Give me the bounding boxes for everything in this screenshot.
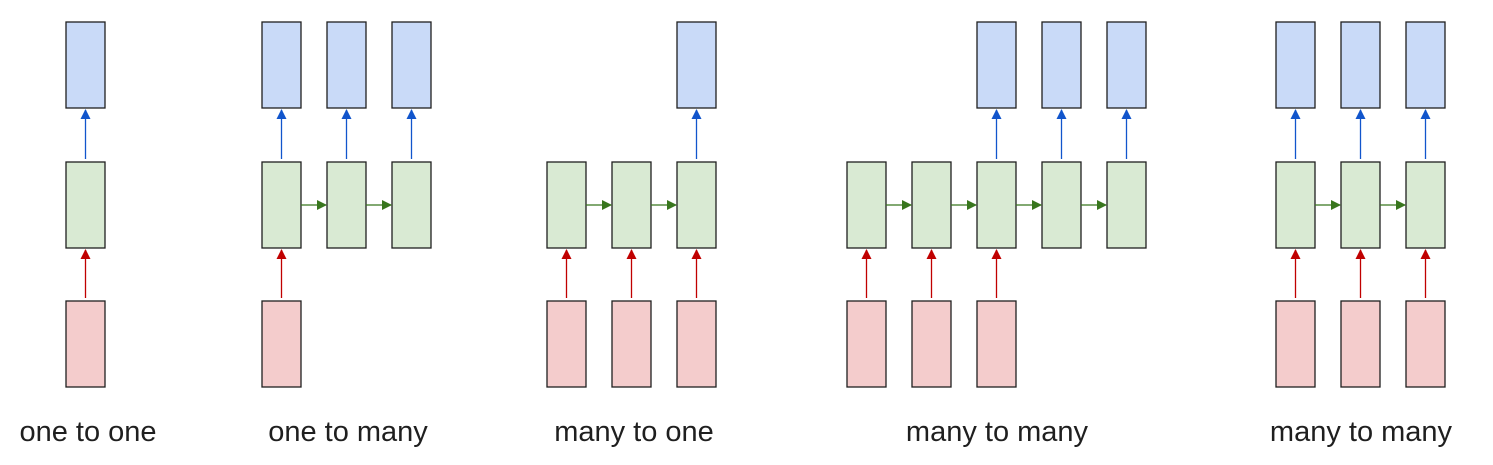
input-box xyxy=(65,300,106,388)
output-box xyxy=(1106,21,1147,109)
caption-many-to-many-2: many to many xyxy=(1269,416,1453,448)
input-box xyxy=(976,300,1017,388)
hidden-state-box xyxy=(391,161,432,249)
output-box xyxy=(65,21,106,109)
input-box xyxy=(911,300,952,388)
hidden-state-box xyxy=(65,161,106,249)
input-box xyxy=(1405,300,1446,388)
diagram-2 xyxy=(261,21,432,388)
input-box xyxy=(1340,300,1381,388)
output-box xyxy=(391,21,432,109)
input-box xyxy=(1275,300,1316,388)
hidden-state-box xyxy=(1041,161,1082,249)
input-box xyxy=(546,300,587,388)
output-box xyxy=(1041,21,1082,109)
hidden-state-box xyxy=(1405,161,1446,249)
caption-one-to-many: one to many xyxy=(268,416,428,448)
output-box xyxy=(1275,21,1316,109)
output-box xyxy=(1405,21,1446,109)
hidden-state-box xyxy=(326,161,367,249)
hidden-state-box xyxy=(911,161,952,249)
hidden-state-box xyxy=(976,161,1017,249)
hidden-state-box xyxy=(611,161,652,249)
hidden-state-box xyxy=(1340,161,1381,249)
diagram-3 xyxy=(546,21,717,388)
output-box xyxy=(976,21,1017,109)
output-box xyxy=(326,21,367,109)
diagram-5 xyxy=(1275,21,1446,388)
input-box xyxy=(676,300,717,388)
input-box xyxy=(261,300,302,388)
output-box xyxy=(676,21,717,109)
hidden-state-box xyxy=(1106,161,1147,249)
diagram-4 xyxy=(846,21,1147,388)
caption-many-to-one: many to one xyxy=(554,416,714,448)
hidden-state-box xyxy=(546,161,587,249)
hidden-state-box xyxy=(846,161,887,249)
output-box xyxy=(1340,21,1381,109)
output-box xyxy=(261,21,302,109)
input-box xyxy=(846,300,887,388)
caption-one-to-one: one to one xyxy=(19,416,157,448)
caption-many-to-many-1: many to many xyxy=(905,416,1089,448)
input-box xyxy=(611,300,652,388)
diagram-1 xyxy=(65,21,106,388)
hidden-state-box xyxy=(1275,161,1316,249)
hidden-state-box xyxy=(261,161,302,249)
hidden-state-box xyxy=(676,161,717,249)
